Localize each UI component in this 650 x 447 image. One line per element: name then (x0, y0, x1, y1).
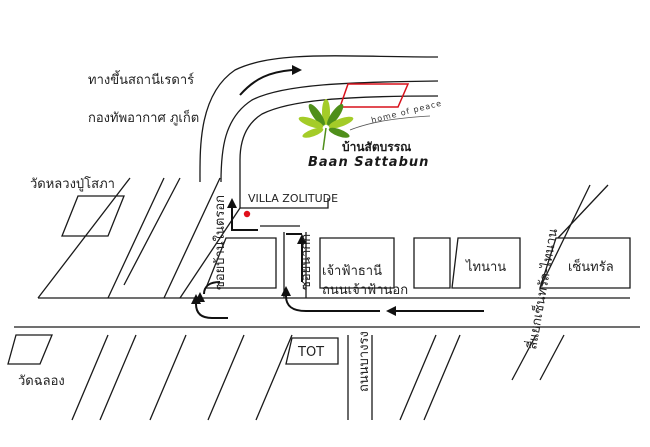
arrow-villa-turn-head (227, 198, 237, 208)
arrow-nai-trok (203, 281, 221, 295)
road-left-strip-4 (163, 177, 221, 299)
label-airforce-2: กองทัพอากาศ ภูเก็ต (88, 108, 199, 126)
road-below-4 (207, 334, 245, 421)
road-below-3 (149, 334, 187, 421)
arrow-radar-road (239, 69, 293, 96)
villa-soi (240, 198, 329, 209)
arrow-main-road-2 (285, 295, 380, 312)
block-tot (285, 337, 339, 365)
logo-thai-name: บ้านสัตบรรณ (342, 140, 411, 154)
radar-road-inner-2 (239, 95, 439, 208)
logo-tagline: home of peace (370, 99, 443, 125)
label-villa-zolitude: VILLA ZOLITUDE (248, 192, 338, 205)
road-left-strip-1 (37, 177, 131, 299)
road-central-left (539, 184, 591, 289)
radar-road-inner (220, 80, 439, 183)
road-nai-trok-left (179, 207, 241, 299)
label-wat-luang-pu: วัดหลวงปู่โสภา (30, 176, 115, 192)
property-outline (338, 83, 410, 108)
road-below-9 (539, 334, 565, 381)
label-central: เซ็นทรัล (568, 257, 614, 275)
label-soi-nai-trok: ซอยบ้านในตรอก (212, 195, 228, 290)
arrow-nai-trok-head (195, 292, 205, 302)
label-airforce-1: ทางขึ้นสถานีเรดาร์ (88, 70, 194, 88)
arrow-na-kok-head (297, 234, 307, 244)
label-thanon-bang-rong: ถนนบางรง (357, 331, 372, 392)
block-wat-luang-pu (61, 195, 125, 237)
road-left-strip-3 (123, 177, 181, 286)
road-below-6 (399, 334, 437, 421)
logo-english-name: Baan Sattabun (308, 155, 429, 170)
road-below-7 (423, 334, 461, 421)
block-wat-chalong (7, 334, 53, 365)
block-nai-trok (205, 237, 277, 289)
block-chao-fa-thani (319, 237, 395, 289)
radar-road-outer (199, 55, 439, 183)
road-below-2 (99, 334, 137, 421)
label-chao-fa-nok-road: ถนนเจ้าฟ้านอก (322, 283, 408, 298)
arrow-villa-turn (231, 208, 258, 231)
road-below-1 (71, 334, 109, 421)
road-below-5 (255, 334, 293, 421)
block-thai-nan (451, 237, 521, 289)
villa-location-marker (243, 210, 251, 218)
baan-sattabun-logo: home of peace บ้านสัตบรรณ Baan Sattabun (298, 99, 443, 170)
label-chao-fa-thani: เจ้าฟ้าธานี (322, 263, 382, 279)
label-wat-chalong: วัดฉลอง (18, 374, 65, 389)
leaf-icon (298, 99, 354, 151)
arrow-left-lower (195, 303, 228, 319)
logo-swoosh (349, 115, 431, 131)
road-below-8 (511, 334, 537, 381)
label-soi-na-kok: ซอยนากก (299, 234, 314, 290)
road-central-right (557, 184, 609, 239)
label-tot: TOT (297, 345, 324, 360)
block-central (539, 237, 631, 289)
block-mid-right (413, 237, 451, 289)
arrow-radar-road-head (292, 65, 302, 75)
arrow-main-road-2-head (281, 286, 291, 296)
label-sam-yaek: สี่แยกเซ็นทรัล-ไทนาน (522, 227, 561, 351)
label-thai-nan: ไทนาน (465, 259, 506, 275)
arrow-main-road-head (386, 306, 396, 316)
road-left-strip-2 (107, 177, 165, 299)
